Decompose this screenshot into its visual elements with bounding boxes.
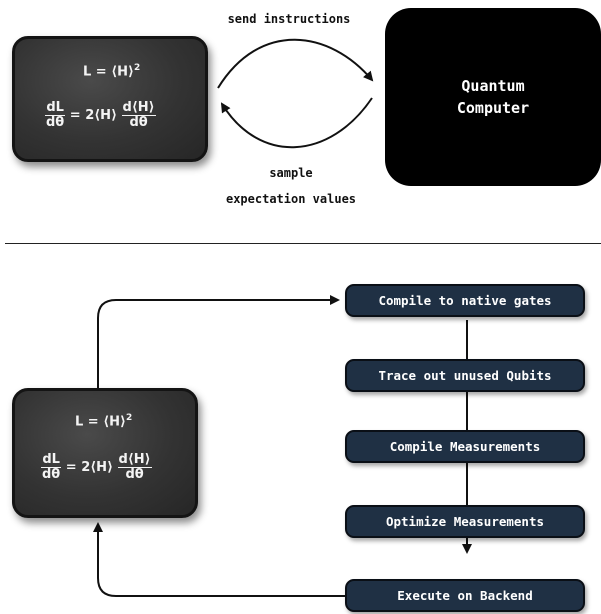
sample-label: sample expectation values	[225, 166, 357, 206]
send-arrow	[217, 38, 374, 89]
return-arrow	[93, 522, 345, 597]
sample-arrow	[220, 97, 373, 149]
send-instructions-label: send instructions	[227, 12, 351, 26]
qc-label-line1: Quantum	[461, 77, 525, 95]
section-divider	[5, 243, 601, 244]
qc-label-line2: Computer	[456, 99, 530, 117]
step-trace-unused-qubits: Trace out unused Qubits	[345, 359, 585, 392]
loss-equation: L = ⟨H⟩2	[83, 63, 141, 80]
to-compile-arrow	[97, 295, 340, 388]
step-compile-native-gates: Compile to native gates	[345, 284, 585, 317]
step-execute-backend: Execute on Backend	[345, 579, 585, 612]
step-optimize-measurements: Optimize Measurements	[345, 505, 585, 538]
loss-equation: L = ⟨H⟩2	[75, 413, 133, 430]
quantum-computer-box: Quantum Computer	[385, 8, 601, 186]
step-compile-measurements: Compile Measurements	[345, 430, 585, 463]
